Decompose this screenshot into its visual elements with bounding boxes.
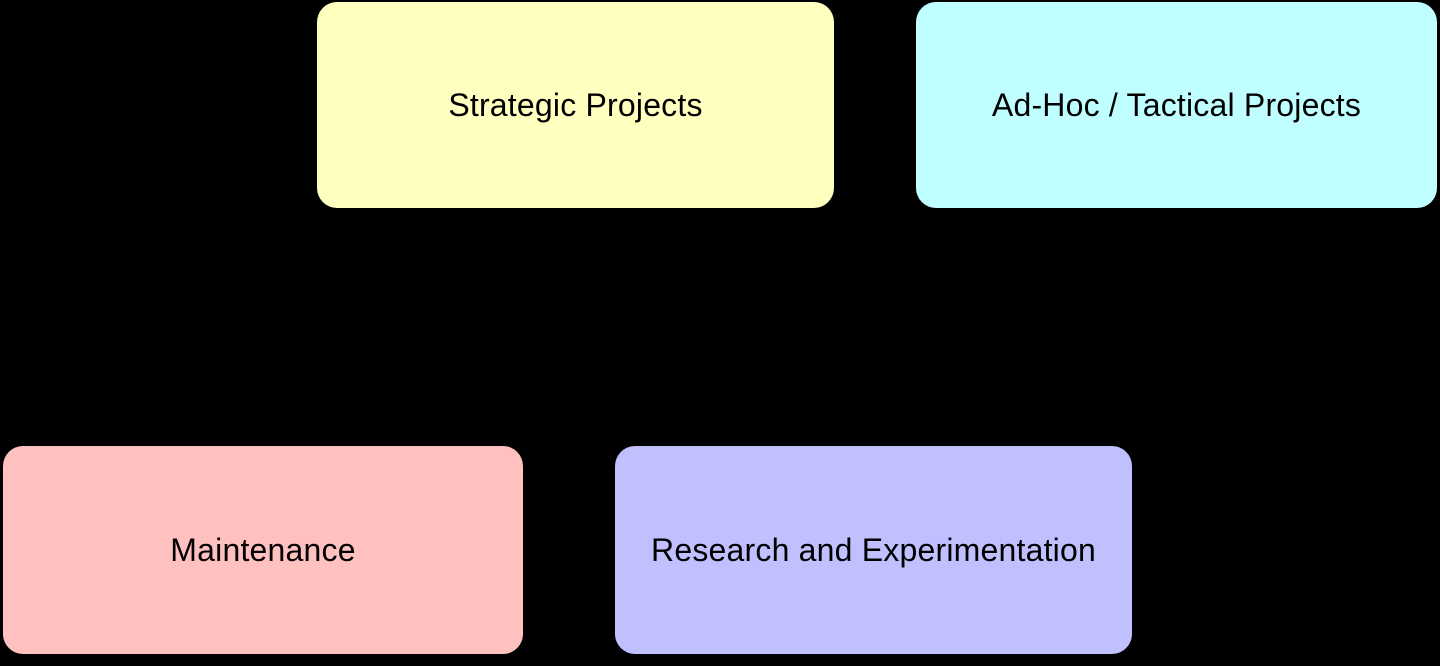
node-research-and-experimentation: Research and Experimentation: [615, 446, 1132, 654]
node-strategic-projects: Strategic Projects: [317, 2, 834, 208]
node-label-research-and-experimentation: Research and Experimentation: [651, 531, 1096, 568]
node-maintenance: Maintenance: [3, 446, 523, 654]
node-label-strategic-projects: Strategic Projects: [448, 86, 703, 123]
node-label-maintenance: Maintenance: [170, 531, 356, 568]
node-ad-hoc-tactical-projects: Ad-Hoc / Tactical Projects: [916, 2, 1437, 208]
node-label-ad-hoc-tactical-projects: Ad-Hoc / Tactical Projects: [991, 86, 1362, 123]
